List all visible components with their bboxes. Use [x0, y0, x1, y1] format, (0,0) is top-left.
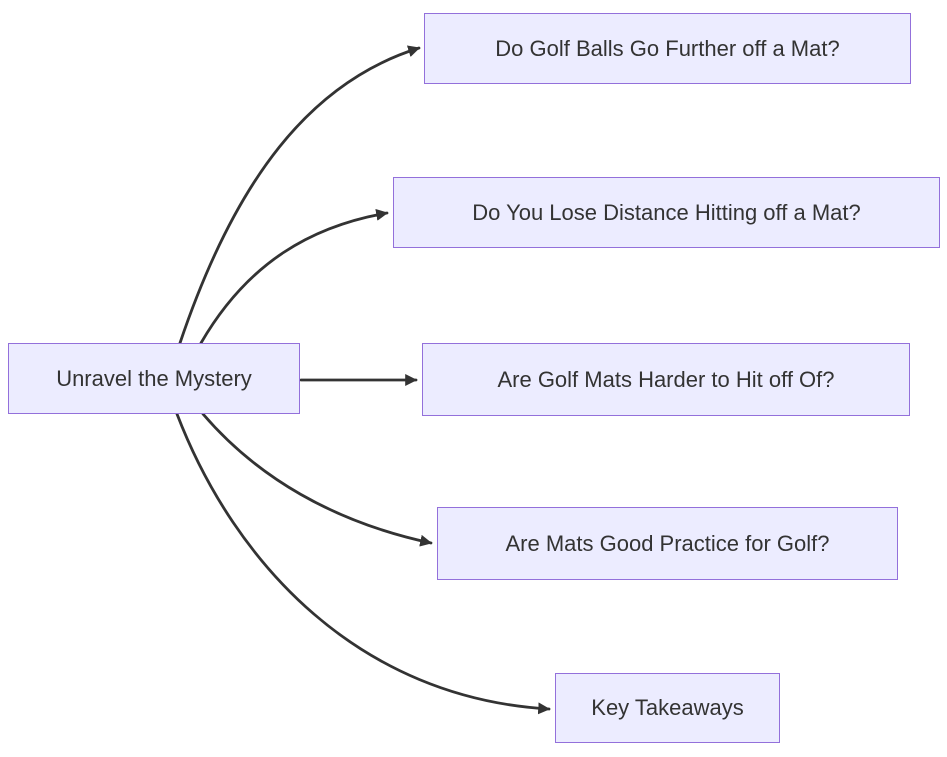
node-label: Key Takeaways	[591, 695, 744, 720]
node-label: Do Golf Balls Go Further off a Mat?	[495, 35, 840, 61]
node-label: Are Golf Mats Harder to Hit off Of?	[497, 366, 835, 392]
edge-root-to-q5	[175, 412, 551, 715]
node-label: Do You Lose Distance Hitting off a Mat?	[472, 199, 861, 225]
edge-root-to-q1	[178, 45, 421, 345]
node-are-mats-good-practice-for-golf[interactable]: Are Mats Good Practice for Golf?	[437, 507, 898, 580]
node-are-golf-mats-harder-to-hit-off-of[interactable]: Are Golf Mats Harder to Hit off Of?	[422, 343, 910, 416]
node-do-golf-balls-go-further-off-a-mat[interactable]: Do Golf Balls Go Further off a Mat?	[424, 13, 911, 84]
node-label: Are Mats Good Practice for Golf?	[505, 530, 830, 556]
edge-root-to-q2	[199, 208, 389, 345]
node-unravel-the-mystery[interactable]: Unravel the Mystery	[8, 343, 300, 414]
node-do-you-lose-distance-hitting-off-a-mat[interactable]: Do You Lose Distance Hitting off a Mat?	[393, 177, 940, 248]
edge-root-to-q4	[201, 412, 433, 547]
node-label: Unravel the Mystery	[56, 365, 252, 391]
node-key-takeaways[interactable]: Key Takeaways	[555, 673, 780, 743]
